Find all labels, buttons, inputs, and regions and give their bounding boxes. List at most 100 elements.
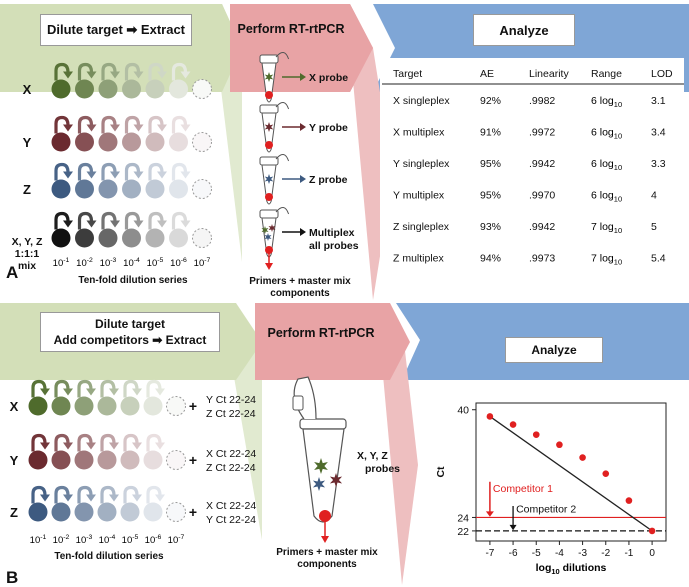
dilution-tube [75, 79, 94, 99]
primer-drop [319, 510, 331, 522]
transfer-arrow-icon [123, 485, 142, 504]
dilution-tube [98, 132, 118, 152]
primers-caption: components [270, 288, 330, 299]
pcr-tube [259, 102, 290, 153]
transfer-arrow-icon [171, 211, 191, 230]
transfer-arrow-icon [77, 115, 97, 134]
row-label: X [23, 82, 32, 97]
table-cell: 91% [480, 127, 501, 139]
dilution-tube [169, 228, 188, 248]
dilution-tick-label: 10-2 [76, 257, 93, 269]
transfer-arrow-icon [101, 162, 120, 181]
b-dilution-tick-label: 10-4 [99, 534, 116, 546]
dilution-tube [122, 179, 141, 199]
transfer-arrow-icon [171, 162, 191, 181]
dilution-tube [75, 228, 94, 248]
transfer-arrow-icon [148, 62, 167, 81]
probe-star-icon [268, 224, 276, 232]
transfer-arrow-icon [54, 485, 73, 504]
table-cell: 6 log10 [591, 190, 622, 204]
row-label: Z [23, 182, 31, 197]
step-analyze-label: Analyze [473, 14, 575, 46]
table-cell: 3.4 [651, 127, 666, 139]
table-cell: 6 log10 [591, 158, 622, 172]
dilution-tube [74, 502, 94, 522]
table-cell: 92% [480, 95, 501, 107]
data-point [602, 470, 610, 477]
competitor-1-label: Competitor 1 [493, 483, 553, 495]
primer-drop [265, 141, 273, 149]
transfer-arrow-icon [54, 162, 73, 181]
dilution-tube [97, 502, 117, 522]
dilution-tube [192, 228, 212, 248]
transfer-arrow-icon [31, 433, 50, 452]
x-tick-label: -6 [509, 548, 518, 559]
transfer-arrow-icon [101, 115, 120, 134]
b-dilute-arrow [228, 342, 262, 540]
dilution-tube [28, 450, 48, 470]
table-cell: 4 [651, 190, 657, 202]
row-label-mix: mix [18, 260, 36, 272]
table-cell: X multiplex [393, 127, 445, 139]
dilution-tube [97, 450, 117, 470]
probe-label: Multiplex [309, 227, 355, 239]
table-cell: Z multiplex [393, 253, 445, 265]
transfer-arrow-icon [77, 379, 96, 398]
b-step-dilute-line1: Dilute target [94, 317, 165, 331]
b-series-caption: Ten-fold dilution series [54, 551, 164, 562]
dilution-tube [75, 132, 94, 152]
transfer-arrow-icon [101, 211, 120, 230]
b-dilution-row-1 [28, 379, 186, 416]
transfer-arrow-icon [148, 115, 167, 134]
transfer-arrow-icon [123, 433, 142, 452]
probe-star-icon [312, 477, 326, 491]
dilution-row-2 [51, 115, 212, 152]
dilution-tube [51, 228, 71, 248]
probe-star-icon [261, 226, 269, 234]
step-pcr-label: Perform RT-rtPCR [237, 22, 345, 36]
b-step-analyze-label: Analyze [505, 337, 603, 363]
dilution-tube [145, 79, 165, 99]
table-cell: 3.3 [651, 158, 666, 170]
dilution-tube [166, 502, 186, 522]
dilution-tube [120, 502, 140, 522]
dilution-tick-label: 10-3 [100, 257, 117, 269]
b-row-label: X [10, 399, 19, 414]
panel-a-label: A [6, 263, 18, 282]
dilution-tube [169, 132, 188, 152]
transfer-arrow-icon [77, 433, 96, 452]
transfer-arrow-icon [101, 62, 120, 81]
dilution-tube [143, 450, 163, 470]
transfer-arrow-icon [77, 211, 97, 230]
table-cell: 7 log10 [591, 253, 622, 267]
probe-star-icon [264, 122, 274, 132]
plot-frame [475, 402, 667, 542]
x-tick-label: -4 [555, 548, 564, 559]
table-cell: 6 log10 [591, 127, 622, 141]
dilution-tick-label: 10-1 [53, 257, 70, 269]
table-cell: 94% [480, 253, 501, 265]
transfer-arrow-icon [54, 62, 73, 81]
dilution-tube [51, 179, 71, 199]
dilution-tube [145, 132, 165, 152]
transfer-arrow-icon [54, 211, 73, 230]
dilution-tube [51, 79, 71, 99]
dilution-tube [98, 228, 118, 248]
b-dilution-tick-label: 10-5 [122, 534, 139, 546]
probe-label: all probes [309, 240, 359, 252]
dilution-tube [169, 179, 188, 199]
table-cell: 5 [651, 221, 657, 233]
series-caption: Ten-fold dilution series [78, 275, 188, 286]
table-header: Target [393, 68, 422, 80]
dilution-tube [98, 179, 118, 199]
transfer-arrow-icon [54, 433, 73, 452]
dilution-tube [51, 502, 71, 522]
data-point [579, 454, 586, 461]
x-axis-label: log10 dilutions [536, 562, 607, 576]
data-point [648, 527, 656, 535]
b-dilution-row-3 [28, 485, 186, 522]
table-cell: Z singleplex [393, 221, 450, 233]
table-header: Range [591, 68, 622, 80]
